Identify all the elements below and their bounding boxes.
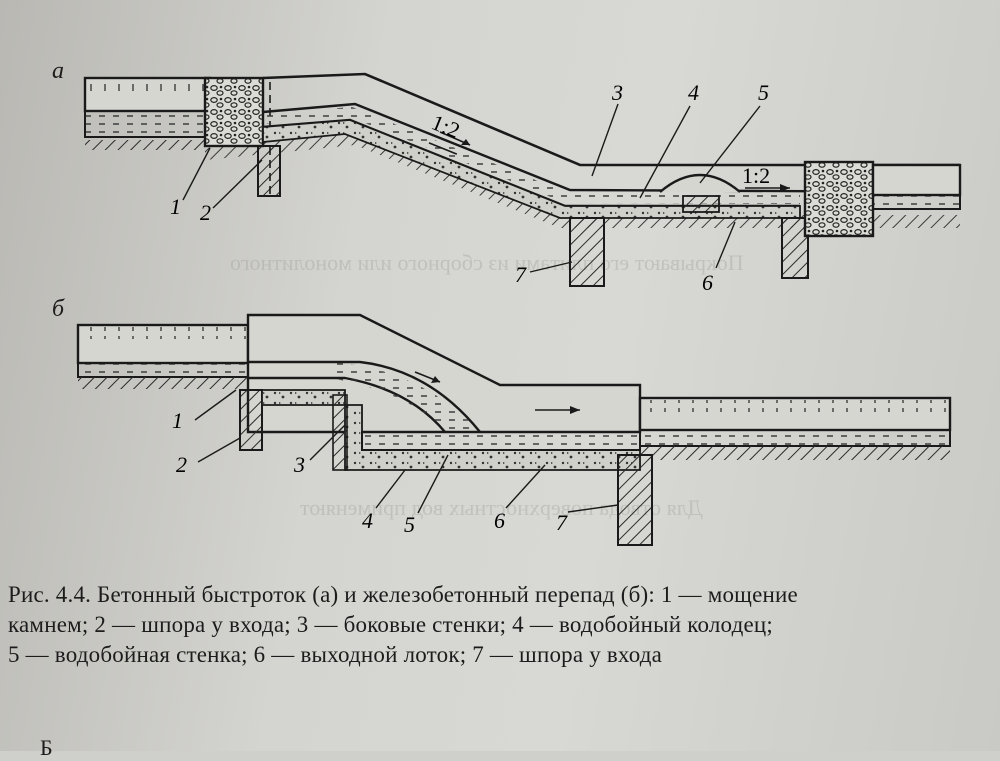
caption-line-1: Рис. 4.4. Бетонный быстроток (а) и желез… <box>8 582 798 607</box>
technical-drawing: 1 2 3 4 5 6 7 1:2 1:2 1 2 3 4 5 6 7 <box>76 72 962 546</box>
slope-label-2: 1:2 <box>742 163 770 188</box>
label-b-3: 3 <box>293 452 305 477</box>
label-b-1: 1 <box>172 408 183 433</box>
next-paragraph-start: Б <box>40 735 53 760</box>
panel-a-drawing <box>83 72 962 287</box>
caption-line-3: 5 — водобойная стенка; 6 — выходной лото… <box>8 642 663 667</box>
caption-line-2: камнем; 2 — шпора у входа; 3 — боковые с… <box>8 612 773 637</box>
label-a-1: 1 <box>170 194 181 219</box>
label-b-5: 5 <box>404 512 415 537</box>
label-a-7: 7 <box>515 262 527 287</box>
label-a-6: 6 <box>702 270 713 295</box>
label-a-3: 3 <box>611 80 623 105</box>
label-a-2: 2 <box>200 200 211 225</box>
panel-label-a: а <box>52 58 64 84</box>
label-a-5: 5 <box>758 80 769 105</box>
label-b-4: 4 <box>362 508 373 533</box>
label-b-2: 2 <box>176 452 187 477</box>
label-a-4: 4 <box>688 80 699 105</box>
label-b-6: 6 <box>494 508 505 533</box>
panel-b-drawing <box>76 313 952 546</box>
label-b-7: 7 <box>556 510 568 535</box>
figure-caption: Рис. 4.4. Бетонный быстроток (а) и желез… <box>8 580 993 670</box>
panel-label-b: б <box>52 296 65 322</box>
